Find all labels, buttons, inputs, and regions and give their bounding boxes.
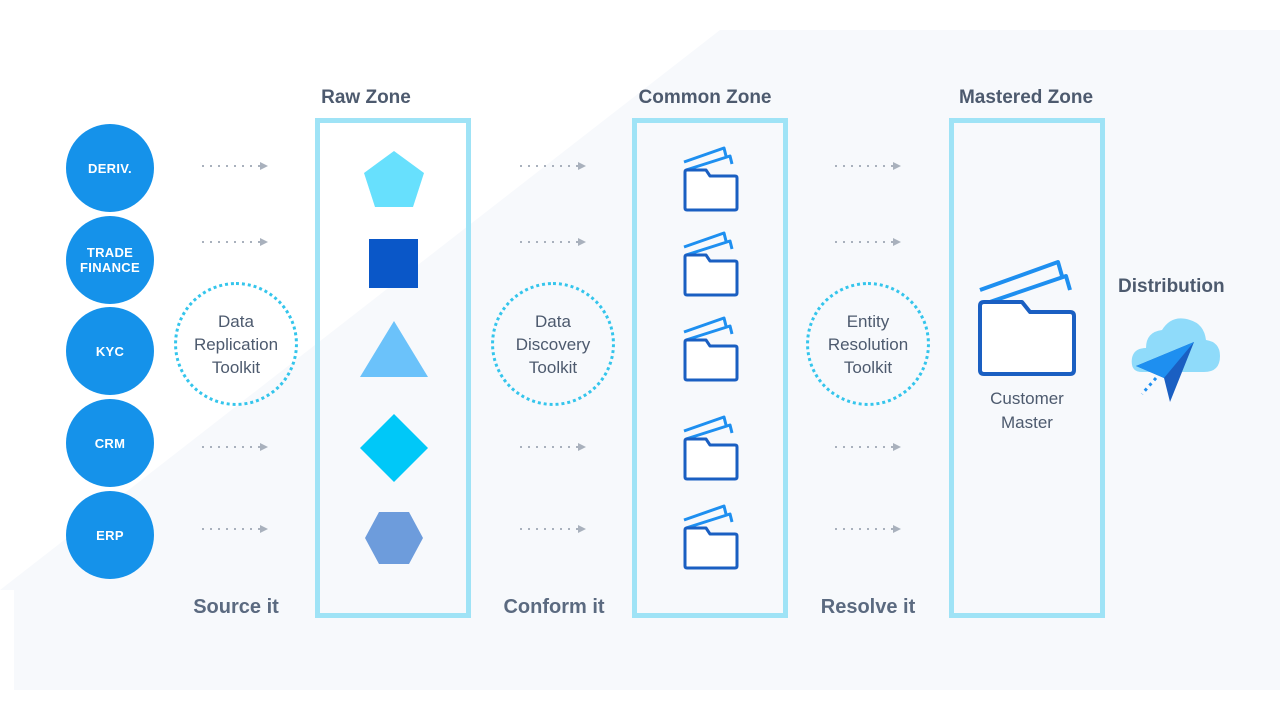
distribution-title: Distribution	[1118, 276, 1225, 297]
folder-icon	[683, 415, 739, 481]
dotted-arrow	[520, 162, 586, 170]
toolkit-label: Data Replication Toolkit	[193, 311, 279, 377]
raw-zone-title: Raw Zone	[321, 87, 411, 108]
source-label: ERP	[96, 527, 124, 543]
dotted-arrow	[202, 443, 268, 451]
square-shape	[369, 239, 418, 288]
dotted-arrow	[835, 443, 901, 451]
source-label: CRM	[94, 435, 126, 451]
dotted-arrow	[520, 443, 586, 451]
customer-master-caption: Customer Master	[990, 389, 1064, 432]
pentagon-shape	[364, 151, 424, 207]
source-label: TRADE FINANCE	[80, 245, 140, 275]
source-label: KYC	[95, 343, 125, 359]
dotted-arrow	[202, 162, 268, 170]
source-crm: CRM	[66, 399, 154, 487]
diamond-shape	[360, 414, 428, 482]
toolkit-label: Entity Resolution Toolkit	[827, 311, 909, 377]
dotted-arrow	[202, 238, 268, 246]
source-trade-finance: TRADE FINANCE	[66, 216, 154, 304]
data-discovery-toolkit: Data Discovery Toolkit	[491, 282, 615, 406]
common-zone-title: Common Zone	[638, 87, 772, 108]
entity-resolution-toolkit: Entity Resolution Toolkit	[806, 282, 930, 406]
common-zone-box	[632, 118, 788, 618]
dotted-arrow	[202, 525, 268, 533]
step-conform-it: Conform it	[503, 596, 605, 618]
dotted-arrow	[835, 238, 901, 246]
folder-icon	[683, 316, 739, 382]
source-label: DERIV.	[88, 160, 132, 176]
dotted-arrow	[520, 525, 586, 533]
cloud-icon	[1131, 318, 1220, 402]
hexagon-shape	[365, 512, 423, 564]
paper-plane-icon	[1136, 342, 1194, 402]
mastered-zone-box	[949, 118, 1105, 618]
toolkit-label: Data Discovery Toolkit	[515, 311, 591, 377]
dotted-arrow	[835, 525, 901, 533]
step-resolve-it: Resolve it	[820, 596, 916, 618]
source-deriv: DERIV.	[66, 124, 154, 212]
mastered-zone-title: Mastered Zone	[958, 87, 1094, 108]
dotted-arrow	[835, 162, 901, 170]
dotted-arrow	[520, 238, 586, 246]
source-kyc: KYC	[66, 307, 154, 395]
triangle-shape	[360, 321, 428, 377]
customer-master-folder-icon	[978, 260, 1076, 376]
folder-icon	[683, 231, 739, 297]
folder-icon	[683, 146, 739, 212]
folder-icon	[683, 504, 739, 570]
step-source-it: Source it	[193, 596, 279, 618]
raw-zone-box	[315, 118, 471, 618]
source-erp: ERP	[66, 491, 154, 579]
data-replication-toolkit: Data Replication Toolkit	[174, 282, 298, 406]
